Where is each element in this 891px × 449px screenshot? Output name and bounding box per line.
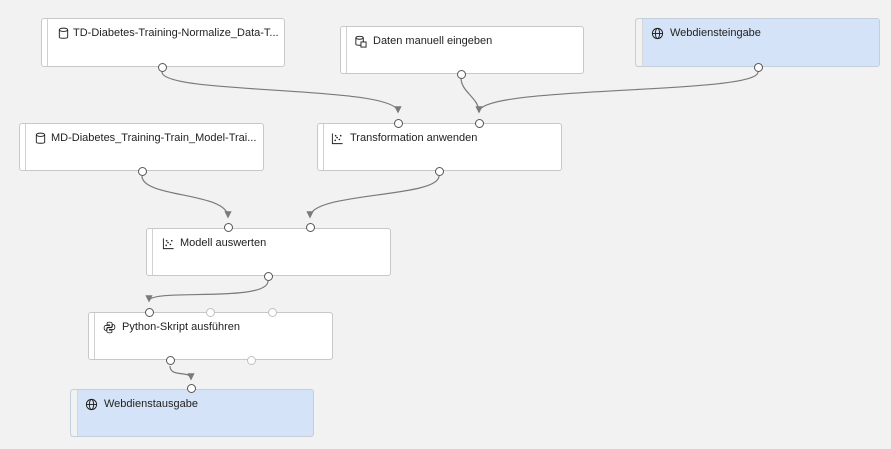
node-label: Webdiensteingabe: [670, 27, 761, 39]
output-port[interactable]: [166, 356, 175, 365]
edge-manual-to-transform: [460, 77, 483, 114]
node-web-service-input[interactable]: Webdiensteingabe: [635, 18, 880, 67]
output-port[interactable]: [435, 167, 444, 176]
node-label: Python-Skript ausführen: [122, 321, 241, 333]
node-drag-strip: [636, 19, 643, 66]
database-edit-icon: [353, 34, 367, 48]
edge-md-to-evaluate: [141, 175, 232, 219]
cylinder-icon: [56, 26, 70, 40]
node-manual-data-entry[interactable]: Daten manuell eingeben: [340, 26, 584, 74]
cylinder-icon: [33, 131, 47, 145]
globe-icon: [84, 397, 98, 411]
node-drag-strip: [346, 27, 347, 73]
node-execute-python-script[interactable]: Python-Skript ausführen: [88, 312, 333, 360]
node-drag-strip: [47, 19, 48, 66]
node-label: MD-Diabetes_Training-Train_Model-Trai...: [51, 132, 257, 144]
scatter-plot-icon: [330, 131, 344, 145]
node-web-service-output[interactable]: Webdienstausgabe: [70, 389, 314, 437]
input-port[interactable]: [394, 119, 403, 128]
input-port[interactable]: [187, 384, 196, 393]
node-evaluate-model[interactable]: Modell auswerten: [146, 228, 391, 276]
edge-webinput-to-transform: [478, 71, 759, 113]
globe-icon: [650, 26, 664, 40]
node-label: Daten manuell eingeben: [373, 35, 493, 47]
node-label: TD-Diabetes-Training-Normalize_Data-T...: [73, 27, 279, 39]
input-port[interactable]: [475, 119, 484, 128]
edge-evaluate-to-python: [145, 280, 269, 303]
node-label: Webdienstausgabe: [104, 398, 198, 410]
node-label: Modell auswerten: [180, 237, 267, 249]
node-drag-strip: [152, 229, 153, 275]
edge-td-to-transform: [161, 71, 402, 114]
output-port[interactable]: [457, 70, 466, 79]
edge-transform-to-evaluate: [306, 175, 440, 219]
node-drag-strip: [71, 390, 78, 436]
input-port[interactable]: [224, 223, 233, 232]
node-drag-strip: [94, 313, 95, 359]
node-md-diabetes-model[interactable]: MD-Diabetes_Training-Train_Model-Trai...: [19, 123, 264, 171]
output-port[interactable]: [264, 272, 273, 281]
output-port-unconnected[interactable]: [247, 356, 256, 365]
output-port[interactable]: [158, 63, 167, 72]
node-drag-strip: [323, 124, 324, 170]
python-icon: [102, 320, 116, 334]
node-label: Transformation anwenden: [350, 132, 478, 144]
input-port[interactable]: [306, 223, 315, 232]
input-port-unconnected[interactable]: [268, 308, 277, 317]
edge-python-to-weboutput: [169, 365, 195, 381]
input-port[interactable]: [145, 308, 154, 317]
scatter-plot-icon: [161, 236, 175, 250]
input-port-unconnected[interactable]: [206, 308, 215, 317]
node-drag-strip: [25, 124, 26, 170]
node-td-diabetes-dataset[interactable]: TD-Diabetes-Training-Normalize_Data-T...: [41, 18, 285, 67]
output-port[interactable]: [754, 63, 763, 72]
node-apply-transformation[interactable]: Transformation anwenden: [317, 123, 562, 171]
output-port[interactable]: [138, 167, 147, 176]
